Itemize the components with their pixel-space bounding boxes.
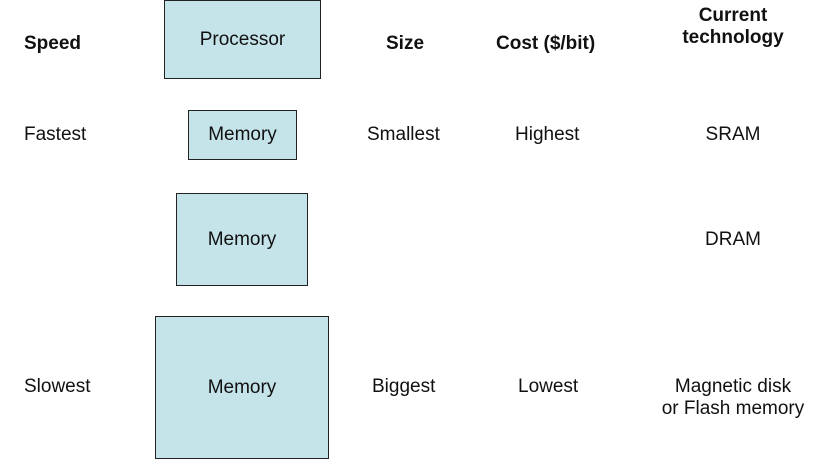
cost-highest: Highest	[515, 124, 580, 145]
technology-disk-flash: Magnetic disk or Flash memory	[650, 376, 816, 420]
technology-disk-line1: Magnetic disk	[674, 376, 792, 397]
speed-fastest: Fastest	[24, 124, 87, 145]
technology-dram: DRAM	[705, 229, 761, 250]
speed-header: Speed	[24, 33, 82, 54]
technology-header-line1: Current	[698, 5, 768, 26]
processor-label: Processor	[199, 28, 286, 50]
memory-level-3-label: Memory	[207, 376, 277, 398]
speed-slowest: Slowest	[24, 376, 91, 397]
memory-level-2-box: Memory	[176, 193, 308, 286]
size-biggest: Biggest	[372, 376, 436, 397]
memory-level-1-label: Memory	[208, 124, 277, 145]
cost-header: Cost ($/bit)	[496, 33, 596, 54]
memory-level-2-label: Memory	[207, 228, 277, 250]
technology-disk-line2: or Flash memory	[661, 398, 805, 419]
processor-box: Processor	[164, 0, 321, 79]
memory-level-3-box: Memory	[155, 316, 329, 459]
technology-sram: SRAM	[705, 124, 761, 145]
cost-lowest: Lowest	[518, 376, 579, 397]
technology-header: Current technology	[663, 5, 803, 49]
size-header: Size	[386, 33, 425, 54]
technology-header-line2: technology	[682, 27, 784, 48]
size-smallest: Smallest	[367, 124, 440, 145]
memory-level-1-box: Memory	[188, 110, 297, 160]
